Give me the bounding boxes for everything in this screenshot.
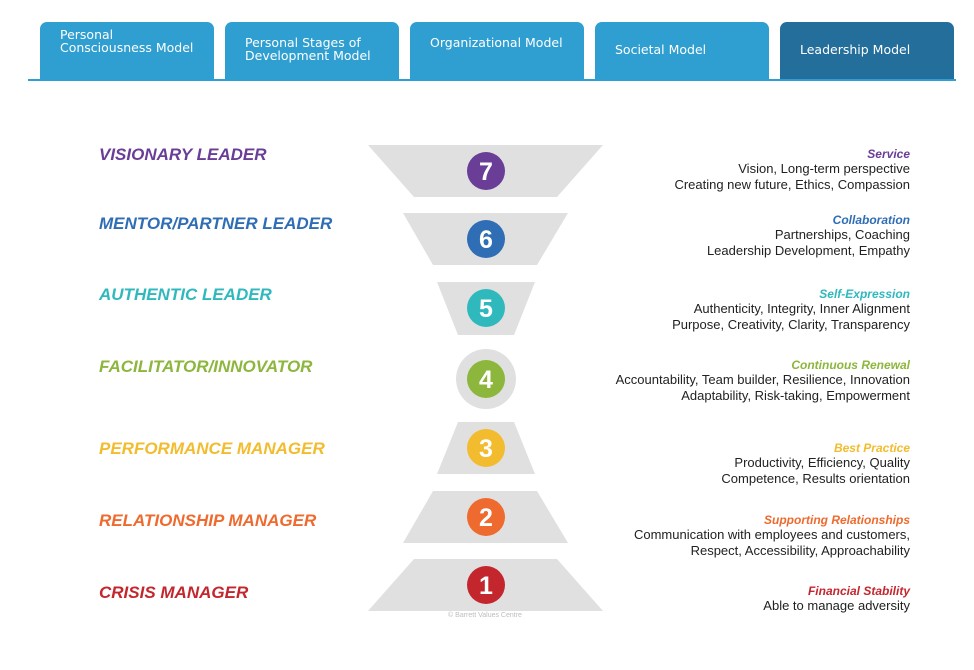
level-5-line-2: Purpose, Creativity, Clarity, Transparen… — [672, 317, 910, 332]
level-5-line-1: Authenticity, Integrity, Inner Alignment — [693, 301, 910, 316]
level-2-name: RELATIONSHIP MANAGER — [99, 511, 317, 530]
tab-personal-consciousness-model[interactable]: Personal Consciousness Model — [40, 22, 214, 79]
level-4-circle — [467, 360, 505, 398]
level-3-line-2: Competence, Results orientation — [721, 471, 910, 486]
level-2-number: 2 — [479, 504, 493, 532]
level-2-circle — [467, 498, 505, 536]
level-4-line-2: Adaptability, Risk-taking, Empowerment — [681, 388, 910, 403]
tab-label: Personal Consciousness Model — [60, 27, 194, 55]
tab-underline — [28, 79, 956, 81]
level-3-description: Best Practice Productivity, Efficiency, … — [390, 441, 910, 487]
level-5-name: AUTHENTIC LEADER — [99, 285, 272, 304]
tab-label: Organizational Model — [430, 35, 563, 50]
level-6-description: Collaboration Partnerships, Coaching Lea… — [390, 213, 910, 259]
level-3-line-1: Productivity, Efficiency, Quality — [734, 455, 910, 470]
tab-personal-stages-model[interactable]: Personal Stages of Development Model — [225, 22, 399, 79]
level-6-line-2: Leadership Development, Empathy — [706, 243, 910, 258]
level-1-description: Financial Stability Able to manage adver… — [390, 584, 910, 614]
level-7-theme: Service — [867, 147, 910, 161]
level-1-line-1: Able to manage adversity — [763, 598, 910, 613]
tab-label: Leadership Model — [800, 42, 911, 58]
level-2-description: Supporting Relationships Communication w… — [390, 513, 910, 559]
tab-societal-model[interactable]: Societal Model — [595, 22, 769, 79]
level-6-theme: Collaboration — [832, 213, 910, 227]
level-7-line-2: Creating new future, Ethics, Compassion — [674, 177, 910, 192]
level-3-circle — [467, 429, 505, 467]
level-5-description: Self-Expression Authenticity, Integrity,… — [390, 287, 910, 333]
level-7-name: VISIONARY LEADER — [99, 145, 267, 164]
level-7-line-1: Vision, Long-term perspective — [738, 161, 910, 176]
level-4-name: FACILITATOR/INNOVATOR — [99, 357, 313, 376]
level-4-line-1: Accountability, Team builder, Resilience… — [615, 372, 910, 387]
tab-label: Personal Stages of Development Model — [245, 35, 371, 63]
level-2-theme: Supporting Relationships — [764, 513, 910, 527]
tab-organizational-model[interactable]: Organizational Model — [410, 22, 584, 79]
level-6-circle — [467, 220, 505, 258]
level-1-number: 1 — [479, 572, 493, 600]
level-7-circle — [467, 152, 505, 190]
level-1-circle — [467, 566, 505, 604]
level-6-number: 6 — [479, 226, 493, 254]
copyright-notice: © Barrett Values Centre — [448, 612, 522, 619]
level-5-circle — [467, 289, 505, 327]
level-6-line-1: Partnerships, Coaching — [774, 227, 910, 242]
level-4-description: Continuous Renewal Accountability, Team … — [390, 358, 910, 404]
level-7-description: Service Vision, Long-term perspective Cr… — [390, 147, 910, 193]
level-1-name: CRISIS MANAGER — [99, 583, 249, 602]
level-3-name: PERFORMANCE MANAGER — [99, 439, 325, 458]
model-tabs: Personal Consciousness Model Personal St… — [0, 0, 974, 82]
level-3-number: 3 — [479, 435, 493, 463]
level-7-number: 7 — [479, 158, 493, 186]
level-5-theme: Self-Expression — [819, 287, 910, 301]
level-5-number: 5 — [479, 295, 493, 323]
level-6-name: MENTOR/PARTNER LEADER — [99, 214, 333, 233]
tab-label: Societal Model — [615, 42, 707, 58]
level-4-number: 4 — [479, 366, 493, 394]
level-1-theme: Financial Stability — [807, 584, 910, 598]
level-2-line-2: Respect, Accessibility, Approachability — [690, 543, 910, 558]
level-4-theme: Continuous Renewal — [791, 358, 910, 372]
level-2-line-1: Communication with employees and custome… — [633, 527, 910, 542]
tab-leadership-model[interactable]: Leadership Model — [780, 22, 954, 79]
level-3-theme: Best Practice — [833, 441, 910, 455]
